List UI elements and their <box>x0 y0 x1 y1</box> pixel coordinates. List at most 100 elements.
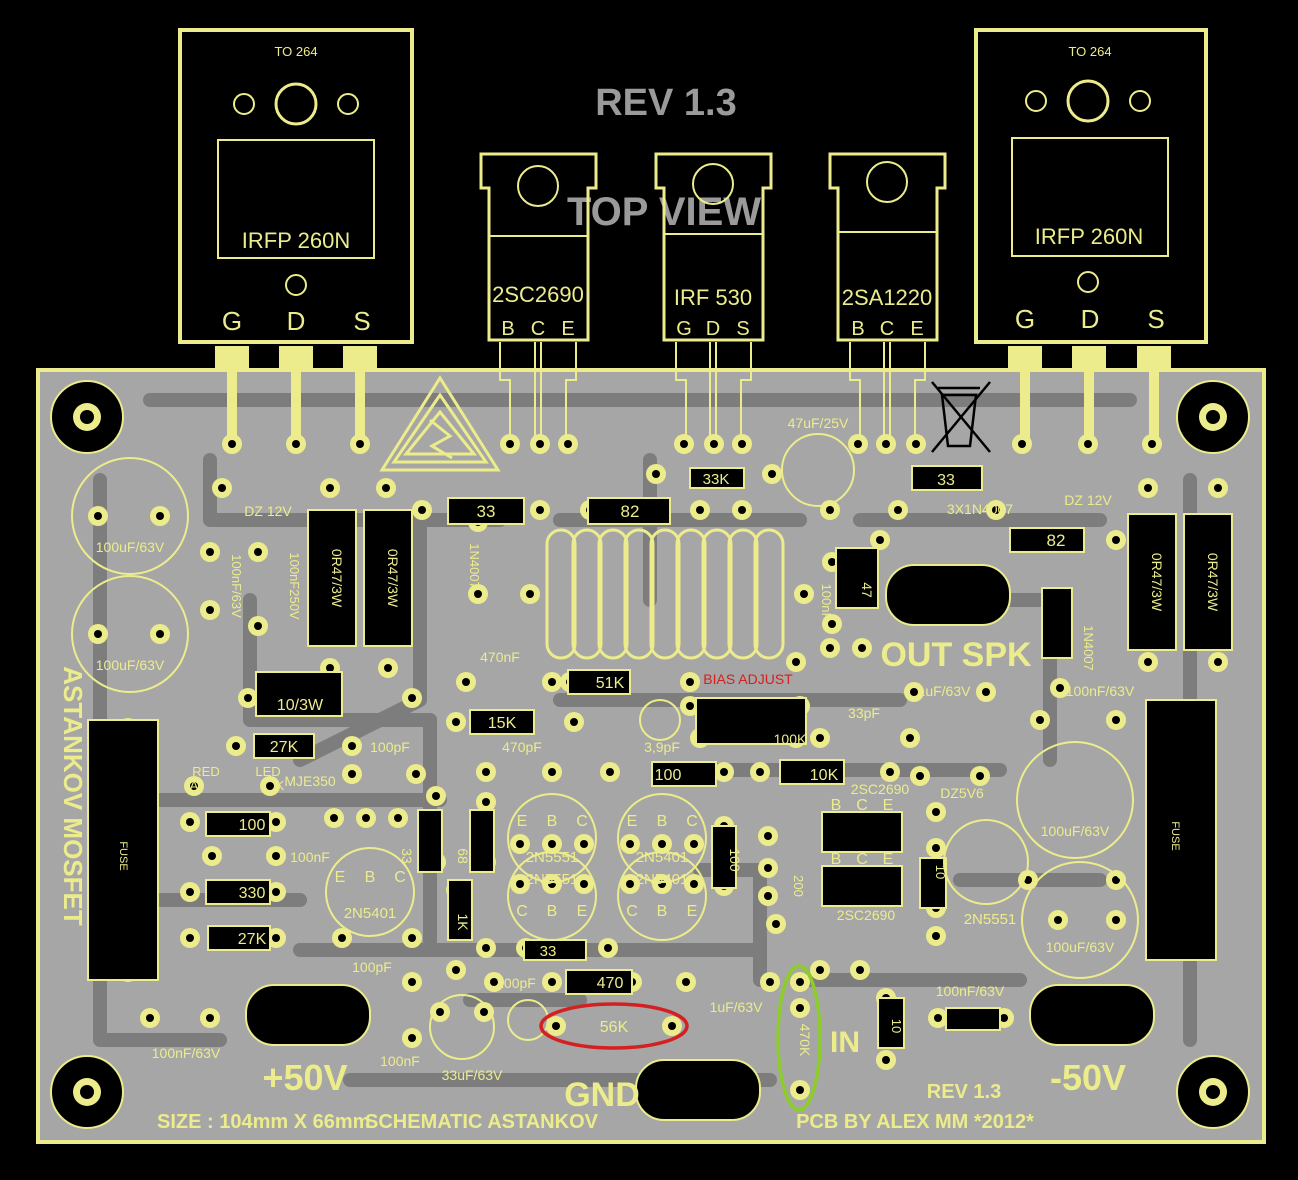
pad-hole <box>738 506 746 514</box>
label-c100n_c: 100nF <box>380 1053 420 1069</box>
pin-letter: C <box>856 797 868 814</box>
label-c100nf_v: 100nF <box>819 584 834 621</box>
label-r82a: 82 <box>621 502 640 521</box>
label-r100a: 100 <box>655 767 682 784</box>
pad-hole <box>536 506 544 514</box>
label-r047c: 0R47/3W <box>1149 553 1165 612</box>
label-c100_l1: 100uF/63V <box>96 539 165 555</box>
pad-hole <box>330 814 338 822</box>
component-body <box>447 497 525 525</box>
electrolytic-capacitors <box>71 433 1139 1060</box>
pad-hole <box>482 768 490 776</box>
pin-letter: C <box>686 813 698 830</box>
pad-hole <box>1144 658 1152 666</box>
svg-text:S: S <box>1147 304 1164 334</box>
label-c100p_c: 100pF <box>496 975 536 991</box>
label-r51k: 51K <box>596 675 625 692</box>
component-body <box>911 465 983 491</box>
component-body <box>1127 513 1177 651</box>
pad-hole <box>690 840 698 848</box>
pin-letter: C <box>856 851 868 868</box>
pad-hole <box>682 978 690 986</box>
pad-hole <box>912 440 920 448</box>
pad-hole <box>764 864 772 872</box>
label-d3: 3X1N4007 <box>947 501 1013 517</box>
pad-hole <box>796 978 804 986</box>
label-red: RED <box>192 764 219 779</box>
label-r33c: 33 <box>399 848 415 864</box>
pad-hole <box>418 506 426 514</box>
label-r33k: 33K <box>703 471 730 488</box>
pad-hole <box>1024 876 1032 884</box>
label-q2sc_a: 2SC2690 <box>851 781 910 797</box>
cap-100uf-left-top <box>71 457 189 575</box>
component-body <box>587 497 671 525</box>
pad-hole <box>910 688 918 696</box>
cap-100uf-right-top <box>1016 741 1134 859</box>
svg-text:D: D <box>706 318 720 340</box>
pad-hole <box>1214 658 1222 666</box>
component-body <box>253 733 315 759</box>
pad-hole <box>686 702 694 710</box>
component-body <box>919 857 947 909</box>
pad-hole <box>626 880 634 888</box>
pin-letter: E <box>627 813 638 830</box>
pad-hole <box>826 644 834 652</box>
pad-hole <box>348 770 356 778</box>
label-q2n5551_c: 2N5551 <box>964 911 1017 928</box>
pin-letter: C <box>394 869 406 886</box>
label-dz5v6: DZ5V6 <box>940 785 984 801</box>
component-body <box>447 879 473 941</box>
component-body <box>821 865 903 907</box>
label-led: LED <box>255 764 280 779</box>
label-a: A <box>190 778 199 793</box>
plus50v-label: +50V <box>262 1057 347 1098</box>
pad-hole <box>408 694 416 702</box>
revision-bottom: REV 1.3 <box>927 1081 1001 1103</box>
pad-hole <box>856 966 864 974</box>
label-c47: 47uF/25V <box>788 415 849 431</box>
pad-hole <box>626 840 634 848</box>
transistor-irf530-package: IRF 530 G D S <box>654 152 773 440</box>
label-fuse_l: FUSE <box>117 841 129 870</box>
component-body <box>255 671 343 717</box>
weee-bin-icon <box>931 381 991 453</box>
label-fuse_r: FUSE <box>1169 821 1181 850</box>
label-r15k: 15K <box>488 715 517 732</box>
label-c100_l2: 100uF/63V <box>96 657 165 673</box>
mosfet-right-package: TO 264 IRFP 260N G D S <box>974 28 1208 442</box>
pad-hole <box>516 840 524 848</box>
mosfet-right-name: IRFP 260N <box>1035 224 1143 249</box>
pad-hole <box>206 1014 214 1022</box>
label-q2sc_b: 2SC2690 <box>837 907 896 923</box>
pad-hole <box>536 440 544 448</box>
pad-hole <box>916 772 924 780</box>
component-body <box>567 669 631 695</box>
label-r82b: 82 <box>1047 531 1066 550</box>
label-c3p9: 3,9pF <box>644 739 680 755</box>
pcb-credit: PCB BY ALEX MM *2012* <box>796 1111 1034 1133</box>
pad-hole <box>720 768 728 776</box>
pin-letter: C <box>516 903 528 920</box>
pad-hole <box>362 814 370 822</box>
pad-hole <box>652 470 660 478</box>
component-body <box>363 509 413 647</box>
pad-hole <box>480 1008 488 1016</box>
pad-hole <box>1112 876 1120 884</box>
pad-hole <box>756 768 764 776</box>
svg-text:TO 264: TO 264 <box>274 44 317 59</box>
pad-hole <box>828 620 836 628</box>
component-body <box>565 969 633 995</box>
pin-letter: B <box>657 813 668 830</box>
pin-letter: E <box>883 797 894 814</box>
pad-hole <box>932 808 940 816</box>
mounting-hole-br <box>1176 1055 1250 1129</box>
in-label: IN <box>830 1026 860 1059</box>
pad-hole <box>356 440 364 448</box>
pad-hole <box>412 770 420 778</box>
label-r56k: 56K <box>600 1019 629 1036</box>
svg-text:S: S <box>353 306 370 336</box>
pad-hole <box>858 644 866 652</box>
pad-hole <box>580 840 588 848</box>
pad-hole <box>208 852 216 860</box>
